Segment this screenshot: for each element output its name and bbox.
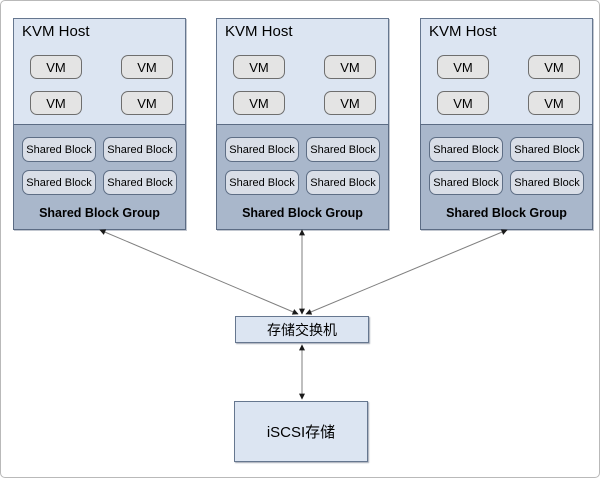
- iscsi-storage-node: iSCSI存储: [234, 401, 368, 462]
- iscsi-storage-label: iSCSI存储: [266, 424, 336, 441]
- vm-box: VM: [121, 91, 173, 115]
- vm-box: VM: [528, 55, 580, 79]
- kvm-host-title: KVM Host: [429, 23, 497, 40]
- vm-grid: VM VM VM VM: [437, 55, 580, 115]
- vm-box: VM: [30, 55, 82, 79]
- vm-box: VM: [437, 55, 489, 79]
- shared-block-box: Shared Block: [429, 137, 503, 162]
- shared-block-box: Shared Block: [429, 170, 503, 195]
- shared-block-group: Shared Block Shared Block Shared Block S…: [216, 124, 389, 230]
- kvm-host-title: KVM Host: [225, 23, 293, 40]
- vm-grid: VM VM VM VM: [30, 55, 173, 115]
- shared-block-group-label: Shared Block Group: [242, 206, 363, 220]
- vm-box: VM: [324, 91, 376, 115]
- vm-box: VM: [30, 91, 82, 115]
- kvm-host-title: KVM Host: [22, 23, 90, 40]
- shared-block-box: Shared Block: [22, 137, 96, 162]
- vm-box: VM: [324, 55, 376, 79]
- vm-box: VM: [437, 91, 489, 115]
- shared-block-grid: Shared Block Shared Block Shared Block S…: [429, 137, 584, 195]
- shared-block-box: Shared Block: [510, 137, 584, 162]
- shared-block-box: Shared Block: [510, 170, 584, 195]
- shared-block-box: Shared Block: [225, 137, 299, 162]
- vm-box: VM: [528, 91, 580, 115]
- shared-block-box: Shared Block: [306, 137, 380, 162]
- shared-block-group: Shared Block Shared Block Shared Block S…: [420, 124, 593, 230]
- shared-block-box: Shared Block: [103, 170, 177, 195]
- shared-block-box: Shared Block: [103, 137, 177, 162]
- shared-block-group-label: Shared Block Group: [446, 206, 567, 220]
- shared-block-box: Shared Block: [225, 170, 299, 195]
- storage-switch-node: 存储交换机: [235, 316, 369, 343]
- vm-box: VM: [233, 55, 285, 79]
- kvm-host-1: KVM Host VM VM VM VM Shared Block Shared…: [13, 18, 186, 230]
- vm-box: VM: [121, 55, 173, 79]
- kvm-host-3: KVM Host VM VM VM VM Shared Block Shared…: [420, 18, 593, 230]
- connector-host3-switch: [305, 229, 508, 315]
- shared-block-grid: Shared Block Shared Block Shared Block S…: [225, 137, 380, 195]
- vm-grid: VM VM VM VM: [233, 55, 376, 115]
- shared-block-grid: Shared Block Shared Block Shared Block S…: [22, 137, 177, 195]
- storage-switch-label: 存储交换机: [267, 321, 337, 338]
- connector-host1-switch: [99, 229, 299, 315]
- vm-box: VM: [233, 91, 285, 115]
- shared-block-group-label: Shared Block Group: [39, 206, 160, 220]
- shared-block-box: Shared Block: [22, 170, 96, 195]
- shared-block-group: Shared Block Shared Block Shared Block S…: [13, 124, 186, 230]
- shared-block-box: Shared Block: [306, 170, 380, 195]
- kvm-host-2: KVM Host VM VM VM VM Shared Block Shared…: [216, 18, 389, 230]
